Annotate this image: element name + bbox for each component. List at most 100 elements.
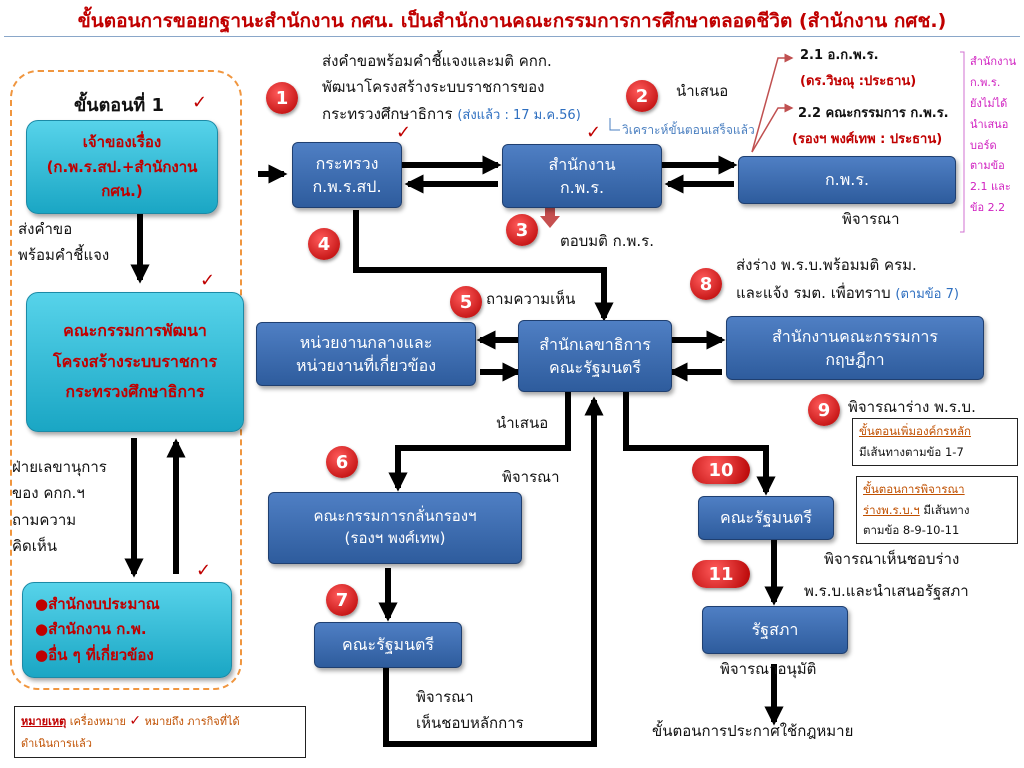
consider-steps-note: ขั้นตอนการพิจารณา ร่างพ.ร.บ.ฯ มีเส้นทาง … [856, 476, 1018, 544]
parliament-box: รัฐสภา [702, 606, 848, 654]
box-line: หน่วยงานที่เกี่ยวข้อง [296, 356, 436, 375]
inform-text: และแจ้ง รมต. เพื่อทราบ [736, 284, 891, 302]
consider-approve-label: พิจารณาอนุมัติ [720, 660, 817, 678]
box-line: ก.พ.ร. [559, 178, 605, 197]
agencies-box: ●สำนักงบประมาณ ●สำนักงาน ก.พ. ●อื่น ๆ ที… [22, 582, 232, 678]
branch-2-1-chair: (ดร.วิษณุ :ประธาน) [800, 74, 917, 89]
legend-label: หมายเหตุ [21, 715, 67, 728]
agency-item: ●อื่น ๆ ที่เกี่ยวข้อง [35, 645, 154, 664]
check-icon: ✓ [200, 270, 216, 291]
step-badge-5: 5 [450, 286, 482, 318]
box-line: ก.พ.ร. [824, 170, 870, 190]
opdc-office-box: สำนักงาน ก.พ.ร. [502, 144, 662, 208]
step1-label: ขั้นตอนที่ 1 [74, 95, 165, 116]
step-badge-3: 3 [506, 214, 538, 246]
analysis-note: วิเคราะห์ขั้นตอนเสร็จแล้ว [622, 123, 755, 137]
consider-6-label: พิจารณา [502, 468, 560, 486]
note-line: ก.พ.ร. [970, 75, 1001, 89]
step-badge-10: 10 [692, 456, 750, 484]
present-6-label: นำเสนอ [496, 414, 549, 432]
note-line: ตามข้อ 8-9-10-11 [863, 523, 960, 538]
text-line: ส่งคำขอพร้อมคำชี้แจงและมติ คกก. [322, 52, 552, 70]
central-agencies-box: หน่วยงานกลางและ หน่วยงานที่เกี่ยวข้อง [256, 322, 476, 386]
consider-opdc-label: พิจารณา [842, 210, 900, 228]
step1-description: ส่งคำขอพร้อมคำชี้แจงและมติ คกก. พัฒนาโคร… [322, 48, 581, 127]
step-badge-2: 2 [626, 80, 658, 112]
sent-note: (ส่งแล้ว : 17 ม.ค.56) [457, 107, 581, 123]
note-title: ร่างพ.ร.บ.ฯ [863, 502, 920, 517]
approve-draft-label: พิจารณาเห็นชอบร่าง [824, 550, 960, 568]
cabinet-secretariat-box: สำนักเลขาธิการ คณะรัฐมนตรี [518, 320, 672, 392]
opdc-side-note: สำนักงาน ก.พ.ร. ยังไม่ได้ นำเสนอ บอร์ด ต… [970, 52, 1016, 219]
branch-2-1: 2.1 อ.ก.พ.ร. [800, 48, 879, 63]
owner-box: เจ้าของเรื่อง (ก.พ.ร.สป.+สำนักงาน กศน.) [26, 120, 218, 214]
committee-line: คณะกรรมการพัฒนา [63, 321, 207, 341]
check-icon: ✓ [396, 122, 412, 143]
note-line: บอร์ด [970, 138, 997, 152]
note-line: สำนักงาน [970, 55, 1017, 68]
committee-line: โครงสร้างระบบราชการ [52, 351, 218, 371]
ask-opinion-label: ถามความเห็น [486, 290, 576, 308]
step-badge-7: 7 [326, 584, 358, 616]
box-line: (รองฯ พงศ์เทพ) [344, 529, 446, 547]
send-draft-label: ส่งร่าง พ.ร.บ.พร้อมมติ ครม. [736, 256, 917, 274]
note-text: มีเส้นทาง [923, 502, 970, 517]
box-line: หน่วยงานกลางและ [299, 332, 433, 352]
note-title: ขั้นตอนเพิ่มองค์กรหลัก [859, 424, 971, 438]
box-line: คณะรัฐมนตรี [548, 358, 642, 377]
text-line: คิดเห็น [12, 536, 58, 555]
text-line: ของ คกก.ฯ [12, 484, 85, 503]
title-divider [4, 36, 1020, 37]
box-line: สำนักงานคณะกรรมการ [772, 326, 938, 346]
added-steps-note: ขั้นตอนเพิ่มองค์กรหลัก มีเส้นทางตามข้อ 1… [852, 418, 1018, 466]
text-line: กระทรวงศึกษาธิการ (ส่งแล้ว : 17 ม.ค.56) [322, 101, 581, 128]
box-line: คณะรัฐมนตรี [719, 508, 813, 528]
text-line: พิจารณา [416, 688, 474, 706]
send-request-text: ส่งคำขอ พร้อมคำชี้แจง [18, 216, 109, 269]
cabinet-box-7: คณะรัฐมนตรี [314, 622, 462, 668]
box-line: กฤษฎีกา [825, 350, 885, 369]
consider-draft-label: พิจารณาร่าง พ.ร.บ. [848, 398, 976, 416]
text-line: เห็นชอบหลักการ [416, 714, 524, 733]
check-icon: ✓ [192, 92, 208, 113]
branch-2-2-chair: (รองฯ พงศ์เทพ : ประธาน) [792, 132, 943, 147]
box-line: คณะกรรมการกลั่นกรองฯ [313, 507, 477, 526]
note-line: ข้อ 2.2 [970, 201, 1006, 215]
box-line: รัฐสภา [751, 620, 799, 640]
promulgation-label: ขั้นตอนการประกาศใช้กฎหมาย [652, 722, 854, 740]
reply-resolution-label: ตอบมติ ก.พ.ร. [560, 232, 654, 250]
per-item7-note: (ตามข้อ 7) [895, 287, 959, 302]
check-icon: ✓ [586, 122, 602, 143]
step-badge-8: 8 [690, 268, 722, 300]
owner-line: กศน.) [101, 182, 143, 201]
agency-item: ●สำนักงบประมาณ [35, 594, 160, 613]
note-line: ยังไม่ได้ [970, 96, 1008, 110]
legend-text: เครื่องหมาย [69, 715, 126, 728]
step-badge-1: 1 [266, 82, 298, 114]
legend-box: หมายเหตุ เครื่องหมาย ✓ หมายถึง ภารกิจที่… [14, 706, 306, 758]
box-line: สำนักงาน [548, 154, 616, 174]
cabinet-box-10: คณะรัฐมนตรี [698, 496, 834, 540]
note-line: นำเสนอ [970, 117, 1009, 131]
branch-2-2: 2.2 คณะกรรมการ ก.พ.ร. [798, 106, 949, 121]
box-line: คณะรัฐมนตรี [341, 635, 435, 655]
step-badge-6: 6 [326, 446, 358, 478]
inform-label: และแจ้ง รมต. เพื่อทราบ (ตามข้อ 7) [736, 280, 959, 307]
box-line: ก.พ.ร.สป. [312, 177, 382, 196]
box-line: สำนักเลขาธิการ [539, 334, 651, 354]
legend-text: หมายถึง ภารกิจที่ได้ [144, 715, 240, 728]
present-label: นำเสนอ [676, 82, 729, 100]
council-of-state-box: สำนักงานคณะกรรมการ กฤษฎีกา [726, 316, 984, 380]
note-line: ตามข้อ [970, 159, 1005, 173]
text-line: ถามความ [12, 510, 77, 529]
owner-line: (ก.พ.ร.สป.+สำนักงาน [46, 157, 198, 176]
check-icon: ✓ [196, 560, 212, 581]
committee-line: กระทรวงศึกษาธิการ [65, 382, 205, 402]
owner-line: เจ้าของเรื่อง [82, 132, 162, 151]
step-badge-4: 4 [308, 228, 340, 260]
note-line: มีเส้นทางตามข้อ 1-7 [859, 444, 964, 459]
legend-check-icon: ✓ [129, 713, 142, 729]
step-badge-9: 9 [808, 394, 840, 426]
box-line: กระทรวง [315, 153, 379, 173]
